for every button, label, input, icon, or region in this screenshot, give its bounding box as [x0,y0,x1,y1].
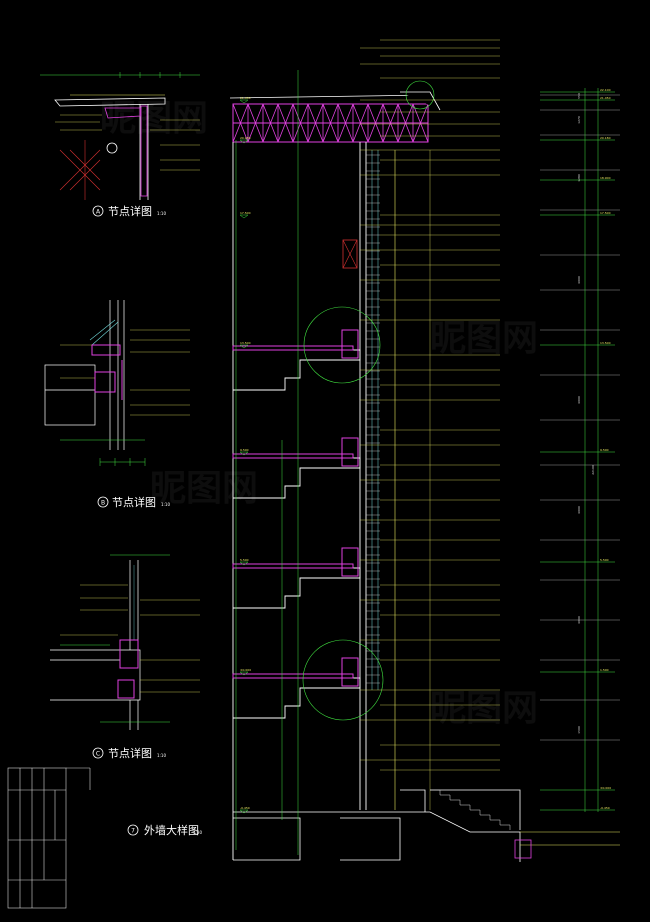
dimension-value: 550 [577,93,581,99]
elevation-value: 5.500 [600,558,609,562]
elevation-mark: 9.500 [239,448,249,456]
dimension-value: 22100 [591,465,595,475]
elevation-value: 20.180 [240,136,251,140]
dimension-value: 4000 [577,276,581,284]
dimension-labels-right: 550 1270 1280 4000 4000 4000 4000 1500 22100 [577,93,595,734]
elevation-value: ±0.000 [600,786,611,790]
elevation-mark: 17.500 [239,211,251,219]
elevation-labels-left: 21.450 20.180 17.500 13.500 9.500 5.500 ±0.000… [239,96,251,814]
detail-title: 节点详图 [108,746,152,760]
elevation-mark: -0.450 [239,806,250,814]
elevation-labels-right: 22.100 21.450 20.180 18.900 17.500 13.500 9.50… [540,88,615,811]
elevation-mark: 5.500 [239,558,249,566]
elevation-value: 9.500 [240,448,249,452]
dimension-value: 4000 [577,616,581,624]
detail-marker [97,496,109,508]
elevation-value: 21.450 [600,96,611,100]
elevation-value: 13.500 [600,341,611,345]
detail-scale: 1:10 [157,753,166,758]
dimension-value: 1270 [577,116,581,124]
elevation-value: 22.100 [600,88,611,92]
detail-b-drawing [44,300,190,466]
elevation-value: 21.450 [240,96,251,100]
elevation-value: 17.500 [240,211,251,215]
drawing-marker [127,824,139,836]
detail-c-title: C 节点详图 1:10 [92,746,166,760]
detail-scale: 1:10 [161,502,170,507]
detail-marker [92,747,104,759]
watermark-text: 昵图网 [430,318,538,359]
elevation-value: 5.500 [240,558,249,562]
elevation-value: -0.450 [600,806,610,810]
elevation-value: 1.500 [600,668,609,672]
detail-scale: 1:10 [157,211,166,216]
dimension-value: 1500 [577,726,581,734]
elevation-value: 17.500 [600,211,611,215]
detail-marker [92,205,104,217]
title-block [7,767,91,909]
elevation-value: -0.450 [240,806,250,810]
elevation-mark: 20.180 [239,136,251,144]
drawing-scale: 1:30 [193,830,202,835]
main-wall-section [229,39,620,862]
elevation-value: 20.180 [600,136,611,140]
main-drawing-title: 7 外墙大样图 1:30 [127,823,202,837]
elevation-value: 9.500 [600,448,609,452]
drawing-marker-label: 7 [131,828,135,835]
detail-a-title: A 节点详图 1:10 [92,204,166,218]
detail-marker-label: B [101,500,105,507]
detail-title: 节点详图 [112,495,156,509]
detail-b-title: B 节点详图 1:10 [97,495,170,509]
watermark: 昵图网 昵图网 昵图网 昵图网 [100,98,538,729]
dimension-value: 4000 [577,506,581,514]
dimension-value: 1280 [577,174,581,182]
elevation-value: ±0.000 [240,668,251,672]
watermark-text: 昵图网 [430,688,538,729]
elevation-mark: ±0.000 [239,668,251,676]
elevation-mark: 21.450 [239,96,251,104]
right-dimension-chain [584,88,599,812]
detail-a-drawing [40,72,200,200]
detail-title: 节点详图 [108,204,152,218]
detail-c-drawing [50,554,200,730]
elevation-value: 18.900 [600,176,611,180]
watermark-text: 昵图网 [150,468,258,509]
drawing-title: 外墙大样图 [144,823,199,837]
elevation-value: 13.500 [240,341,251,345]
dimension-value: 4000 [577,396,581,404]
detail-marker-label: C [96,751,100,758]
detail-marker-label: A [96,209,101,216]
elevation-mark: 13.500 [239,341,251,349]
